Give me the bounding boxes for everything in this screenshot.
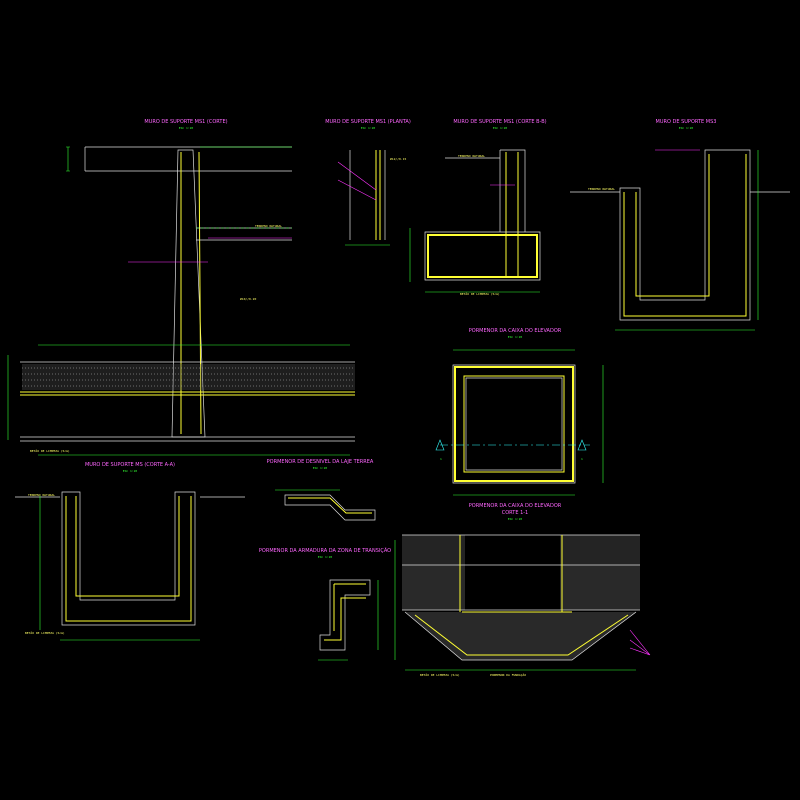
label-fundacao: PORMENOR DA FUNDAÇÃO xyxy=(490,672,526,677)
view-scale: ESC 1:20 xyxy=(679,126,694,130)
label-betao: BETÃO DE LIMPEZA (5cm) xyxy=(25,630,65,635)
view-ms1-corte-bb: MURO DE SUPORTE MS1 (CORTE B-B) ESC 1:20… xyxy=(409,119,547,296)
label-terreno: TERRENO NATURAL xyxy=(458,154,485,158)
view-scale: ESC 1:20 xyxy=(179,126,194,130)
label-betao: BETÃO DE LIMPEZA (5cm) xyxy=(30,448,70,453)
view-title: MURO DE SUPORTE MS (CORTE A-A) xyxy=(85,462,175,468)
view-scale: ESC 1:20 xyxy=(493,126,508,130)
label-betao: BETÃO DE LIMPEZA (5cm) xyxy=(460,291,500,296)
view-caixa-elevador-planta: PORMENOR DA CAIXA DO ELEVADOR ESC 1:20 1… xyxy=(435,328,604,496)
view-subtitle: CORTE 1-1 xyxy=(502,510,529,516)
section-mark-right: 1 xyxy=(581,457,583,461)
view-ms-corte-aa: MURO DE SUPORTE MS (CORTE A-A) ESC 1:20 … xyxy=(15,462,245,641)
view-title: PORMENOR DA CAIXA DO ELEVADOR xyxy=(469,328,562,334)
view-title: MURO DE SUPORTE MS1 (CORTE B-B) xyxy=(453,119,546,125)
view-zona-transicao: PORMENOR DA ARMADURA DA ZONA DE TRANSIÇÃ… xyxy=(259,547,391,661)
view-scale: ESC 1:20 xyxy=(508,335,523,339)
view-title: MURO DE SUPORTE MS1 (CORTE) xyxy=(144,119,227,125)
view-scale: ESC 1:20 xyxy=(318,555,333,559)
view-scale: ESC 1:20 xyxy=(361,126,376,130)
view-title: PORMENOR DA ARMADURA DA ZONA DE TRANSIÇÃ… xyxy=(259,547,391,554)
view-caixa-elevador-corte: PORMENOR DA CAIXA DO ELEVADOR CORTE 1-1 … xyxy=(394,503,651,677)
view-ms1-planta: MURO DE SUPORTE MS1 (PLANTA) ESC 1:20 Ø1… xyxy=(325,119,411,246)
label-rebar: Ø10//0.20 xyxy=(240,296,256,301)
label-terreno: TERRENO NATURAL xyxy=(28,493,55,497)
view-desnivel: PORMENOR DE DESNIVEL DA LAJE TERREA ESC … xyxy=(267,459,376,521)
view-title: PORMENOR DA CAIXA DO ELEVADOR xyxy=(469,503,562,509)
label-terreno: TERRENO NATURAL xyxy=(588,187,615,191)
rebar-label: Ø12//0.15 xyxy=(390,156,406,161)
label-terreno: TERRENO NATURAL xyxy=(255,224,282,228)
label-betao: BETÃO DE LIMPEZA (5cm) xyxy=(420,672,460,677)
view-title: MURO DE SUPORTE MS3 xyxy=(656,119,717,125)
view-title: PORMENOR DE DESNIVEL DA LAJE TERREA xyxy=(267,459,374,465)
section-mark-left: 1 xyxy=(440,457,442,461)
view-ms3: MURO DE SUPORTE MS3 ESC 1:20 TERRENO NAT… xyxy=(570,119,790,331)
view-ms1-corte: MURO DE SUPORTE MS1 (CORTE) ESC 1:20 TER… xyxy=(7,119,355,456)
view-title: MURO DE SUPORTE MS1 (PLANTA) xyxy=(325,119,411,125)
view-scale: ESC 1:20 xyxy=(508,517,523,521)
view-scale: ESC 1:20 xyxy=(313,466,328,470)
view-scale: ESC 1:20 xyxy=(123,469,138,473)
